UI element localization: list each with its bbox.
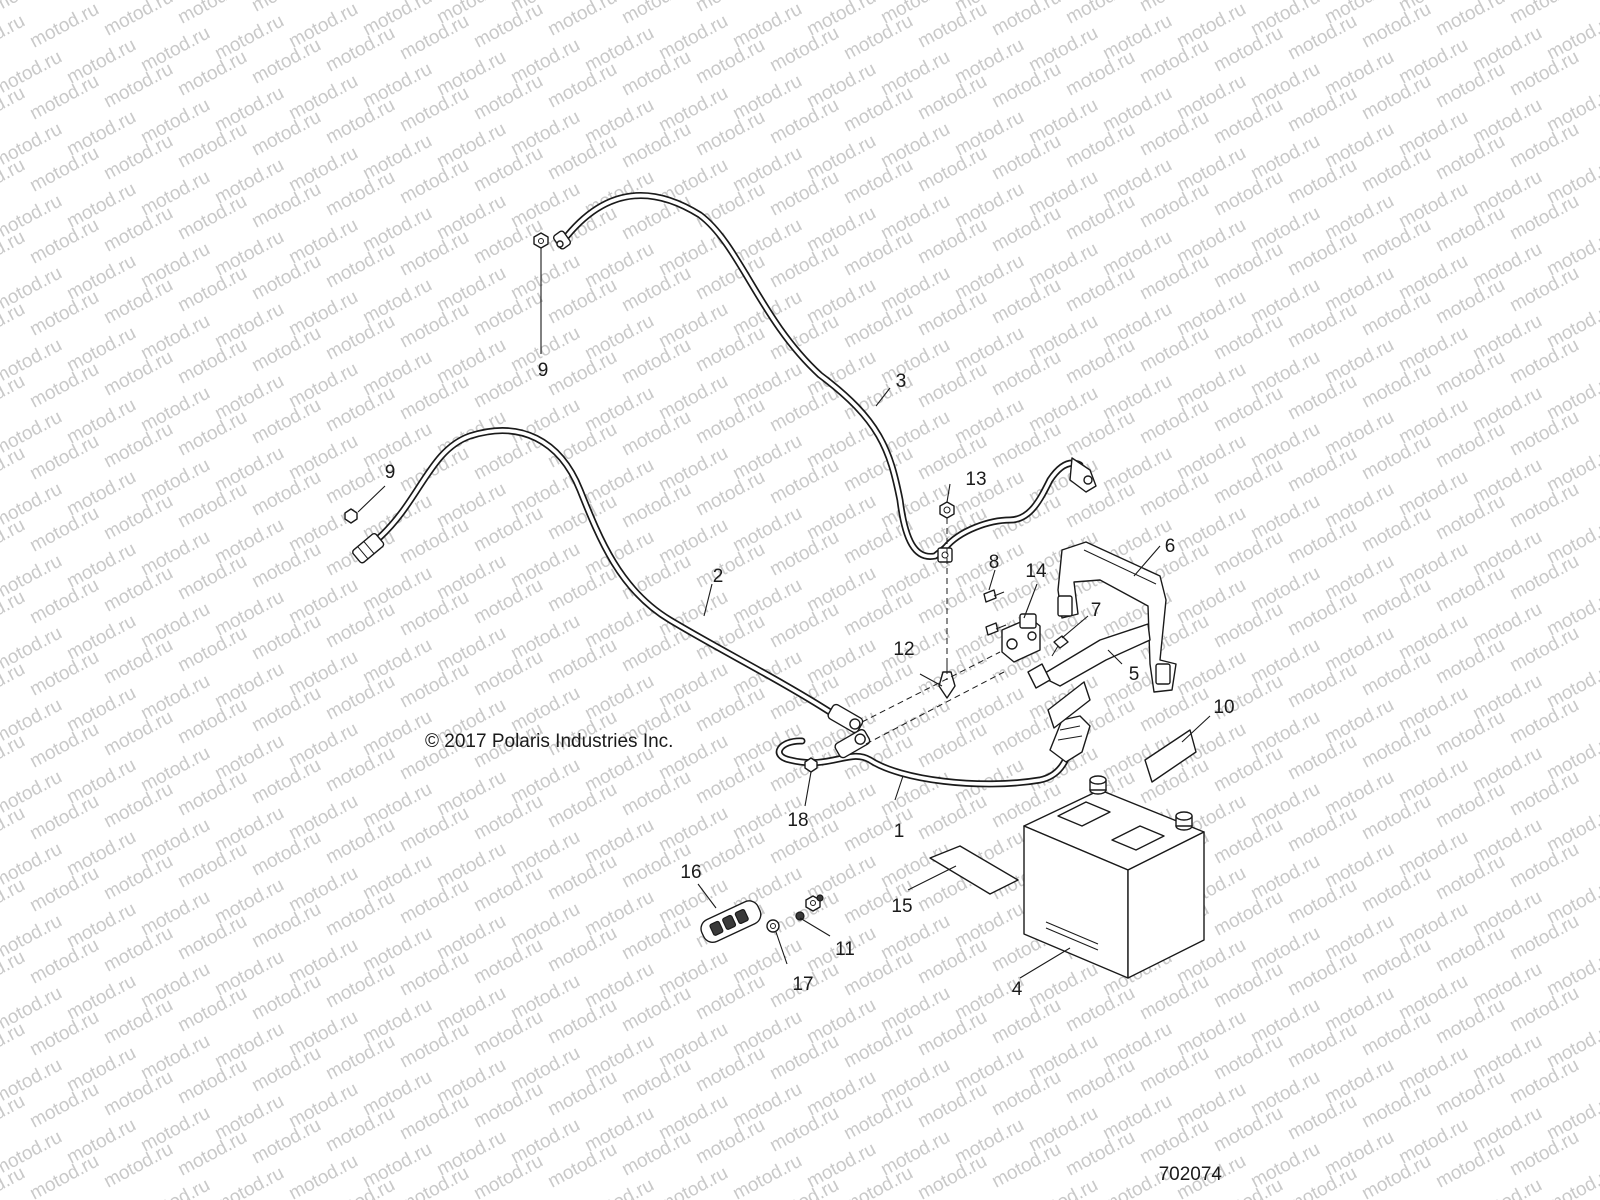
cable-3 [552,192,1097,563]
nut-18 [804,757,818,773]
nut-11 [795,894,824,921]
assembly-lines [861,518,1005,745]
callout-16: 16 [680,862,701,883]
strap-6 [1057,541,1177,693]
callout-4: 4 [1012,979,1023,1000]
label-15 [929,845,1019,895]
callout-2: 2 [713,566,724,587]
callout-6: 6 [1165,536,1176,557]
callout-1: 1 [894,821,905,842]
washer-17 [766,919,780,933]
cable-2 [352,427,864,734]
callout-9-upper: 9 [538,360,549,381]
stud-12 [938,660,956,699]
callout-15: 15 [891,896,912,917]
callout-13: 13 [965,469,986,490]
callout-11: 11 [835,939,855,960]
callout-17: 17 [792,974,813,995]
bolt-7 [1051,635,1069,657]
callout-10: 10 [1213,697,1234,718]
callout-5: 5 [1129,664,1140,685]
callout-14: 14 [1025,561,1047,582]
callout-7: 7 [1091,600,1102,621]
callout-12: 12 [893,639,914,660]
pad-10 [1144,729,1197,783]
bolt-8 [983,589,1007,636]
callout-8: 8 [989,552,1000,573]
callout-3: 3 [896,371,907,392]
fastener-9-upper [533,232,549,249]
pad-upper [1047,681,1091,729]
copyright-text: © 2017 Polaris Industries Inc. [425,731,673,752]
callout-18: 18 [787,810,808,831]
battery-4 [1023,775,1205,979]
callout-9-lower: 9 [385,462,396,483]
nut-13 [939,501,955,519]
bracket-5 [1027,623,1151,689]
cable-1 [775,715,1091,788]
drawing-number: 702074 [1159,1164,1223,1185]
terminal-block-16 [700,900,762,943]
fastener-9-lower [344,508,358,524]
leader-lines [357,248,1211,979]
